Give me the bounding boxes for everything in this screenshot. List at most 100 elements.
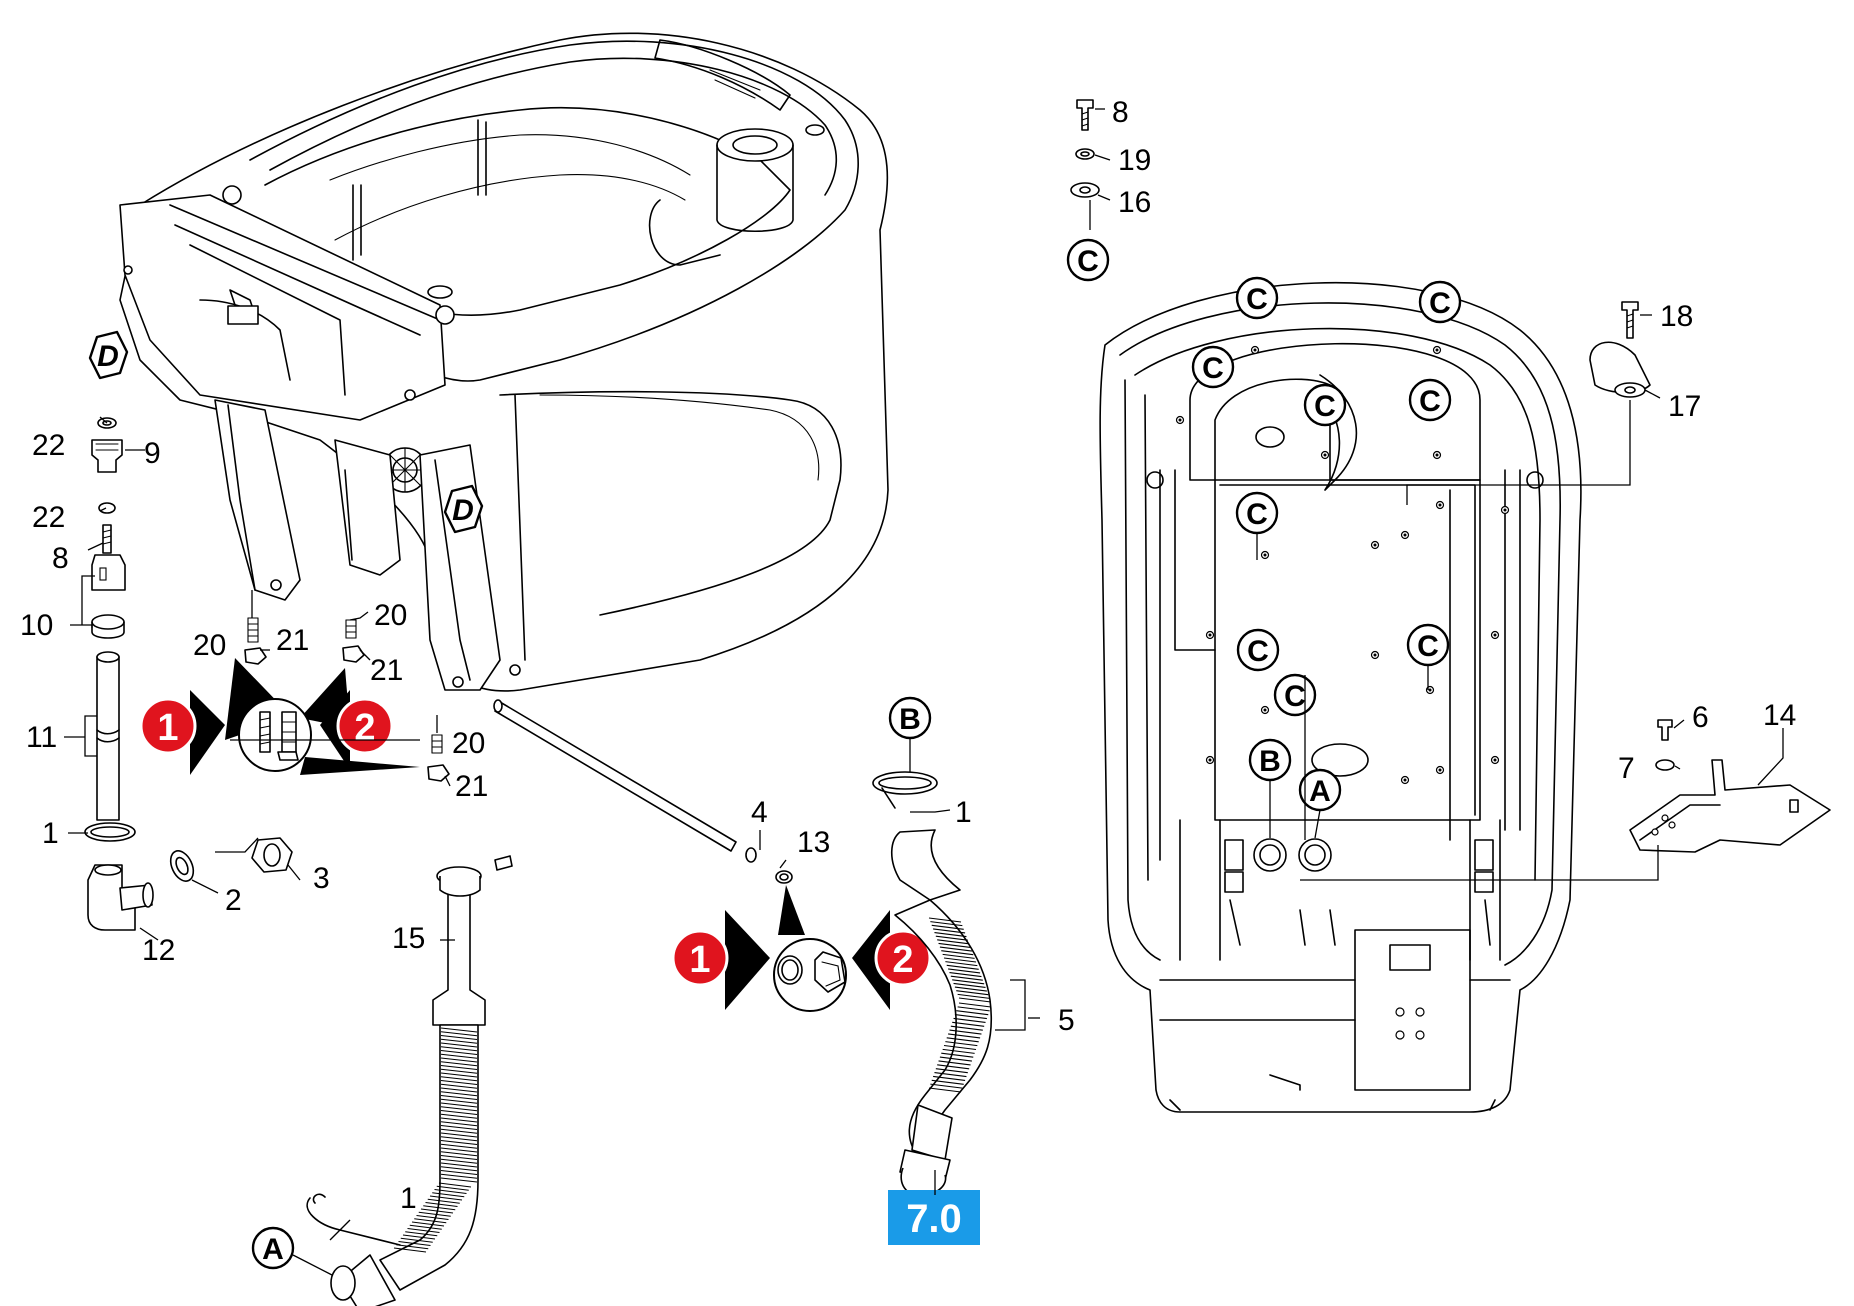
part-1-clamp-bottom <box>306 1193 401 1246</box>
svg-text:C: C <box>1246 498 1268 531</box>
hose-rib <box>948 1033 981 1039</box>
hose-rib <box>928 1087 962 1093</box>
hose-rib <box>946 964 979 970</box>
hose-rib <box>953 1017 986 1023</box>
part-21-nut-b <box>342 645 365 663</box>
label-16: 16 <box>1118 186 1151 219</box>
hose-rib <box>933 928 966 934</box>
callout-c-base-9: C <box>1273 673 1317 717</box>
label-19: 19 <box>1118 144 1151 177</box>
label-8-top: 8 <box>1112 96 1129 129</box>
svg-text:D: D <box>452 494 474 527</box>
hose-rib <box>931 924 964 930</box>
hose-rib <box>948 968 981 974</box>
hose-rib <box>440 1143 478 1149</box>
hose-rib <box>440 1124 478 1131</box>
label-3: 3 <box>313 862 330 895</box>
callout-a-base: A <box>1298 768 1342 812</box>
page-reference-badge[interactable]: 7.0 <box>888 1190 980 1245</box>
hose-rib <box>440 1166 478 1172</box>
hose-rib <box>950 975 983 981</box>
screw-hole-center <box>1208 758 1212 762</box>
label-13: 13 <box>797 826 830 859</box>
part-20-spring-b <box>345 619 357 639</box>
part-15-standpipe-hose <box>330 855 513 1306</box>
hose-rib <box>957 1006 990 1012</box>
hose-rib <box>440 1031 478 1037</box>
hose-rib <box>440 1139 478 1146</box>
screw-hole-center <box>1438 768 1442 772</box>
hose-rib <box>438 1182 472 1188</box>
hose-rib <box>930 1083 963 1089</box>
screw-hole-center <box>1323 453 1327 457</box>
part-4-rod <box>493 699 757 863</box>
label-1-middle: 1 <box>955 796 972 829</box>
callout-c-base-2: C <box>1418 280 1462 324</box>
screw-hole-center <box>1403 778 1407 782</box>
hose-rib <box>954 986 987 992</box>
hose-rib <box>440 1128 478 1134</box>
hose-rib <box>952 1021 985 1027</box>
part-1-clamp-left <box>84 822 136 842</box>
variant-badge-1-middle: 1 <box>671 910 770 1010</box>
hose-rib <box>425 1201 458 1208</box>
hose-rib <box>952 979 985 985</box>
hose-rib <box>414 1218 447 1224</box>
hose-rib <box>440 1057 478 1063</box>
hose-rib <box>939 946 972 952</box>
svg-text:A: A <box>1309 775 1331 808</box>
part-21-nut-a <box>244 647 267 665</box>
part-19-washer <box>1075 148 1095 160</box>
hose-rib <box>411 1221 445 1227</box>
hose-rib <box>941 950 974 956</box>
hose-rib <box>440 1068 478 1074</box>
callout-leaders <box>292 533 1429 1276</box>
hose-rib <box>440 1177 478 1183</box>
part-3-nut <box>251 837 293 873</box>
svg-text:1: 1 <box>157 707 178 749</box>
hose-rib <box>416 1214 449 1221</box>
hose-rib <box>407 1227 440 1234</box>
part-21-nut-c <box>427 764 450 782</box>
label-10: 10 <box>20 609 53 642</box>
hose-rib <box>405 1231 438 1237</box>
label-1-bottom: 1 <box>400 1182 417 1215</box>
detail-view-middle <box>773 885 847 1012</box>
label-14: 14 <box>1763 699 1796 732</box>
part-9-connector <box>91 439 123 473</box>
hose-rib <box>945 961 978 967</box>
part-20-spring-c <box>431 734 443 754</box>
label-20-c: 20 <box>452 727 485 760</box>
hose-rib <box>938 1060 971 1066</box>
svg-text:C: C <box>1246 283 1268 316</box>
svg-text:2: 2 <box>354 707 375 749</box>
screw-hole-center <box>1435 348 1439 352</box>
label-17: 17 <box>1668 390 1701 423</box>
hose-rib <box>941 1052 974 1058</box>
screw-hole-center <box>1263 553 1267 557</box>
svg-text:C: C <box>1429 287 1451 320</box>
hose-rib <box>436 1185 469 1191</box>
hose-rib <box>440 1076 478 1082</box>
svg-text:B: B <box>1259 745 1281 778</box>
screw-hole-center <box>1373 653 1377 657</box>
svg-text:C: C <box>1284 680 1306 713</box>
screw-hole-center <box>1503 508 1507 512</box>
svg-text:C: C <box>1419 385 1441 418</box>
label-4: 4 <box>751 796 768 829</box>
hose-rib <box>440 1042 478 1048</box>
screw-hole-center <box>1438 503 1442 507</box>
hose-rib <box>440 1064 478 1071</box>
callout-c-base-8: C <box>1406 623 1450 667</box>
hose-rib <box>423 1205 456 1211</box>
variant-badge-1-left: 1 <box>139 690 225 775</box>
hose-rib <box>440 1083 478 1089</box>
hose-rib <box>949 1029 982 1035</box>
hose-rib <box>945 1041 978 1047</box>
hose-rib <box>934 931 967 938</box>
hose-rib <box>440 1147 478 1153</box>
variant-badge-2-middle: 2 <box>852 910 932 1010</box>
hose-rib <box>956 990 989 996</box>
hose-rib <box>937 1064 970 1070</box>
svg-text:B: B <box>899 703 921 736</box>
